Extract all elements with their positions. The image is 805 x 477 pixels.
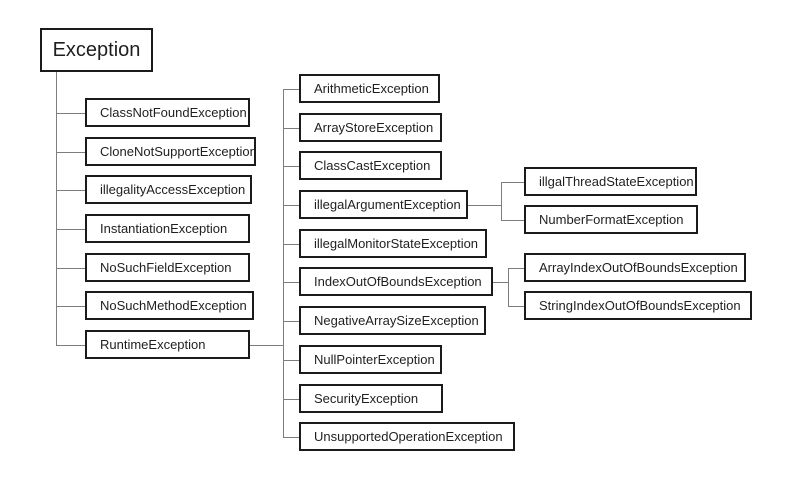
- node-label: illegalArgumentException: [314, 197, 461, 212]
- connector-line: [283, 282, 299, 283]
- node-no-such-field: NoSuchFieldException: [85, 253, 250, 282]
- node-illegal-argument: illegalArgumentException: [299, 190, 468, 219]
- node-illegality-access: illegalityAccessException: [85, 175, 252, 204]
- node-label: IndexOutOfBoundsException: [314, 274, 482, 289]
- connector-line: [283, 399, 299, 400]
- connector-line: [501, 182, 502, 221]
- connector-line: [283, 128, 299, 129]
- connector-line: [493, 282, 508, 283]
- node-array-index-out-of-bounds: ArrayIndexOutOfBoundsException: [524, 253, 746, 282]
- node-label: NoSuchFieldException: [100, 260, 232, 275]
- node-index-out-of-bounds: IndexOutOfBoundsException: [299, 267, 493, 296]
- node-label: ArrayIndexOutOfBoundsException: [539, 260, 738, 275]
- node-label: NegativeArraySizeException: [314, 313, 479, 328]
- connector-line: [56, 268, 85, 269]
- connector-line: [283, 89, 299, 90]
- node-label: RuntimeException: [100, 337, 206, 352]
- connector-line: [508, 268, 509, 307]
- node-negative-array-size: NegativeArraySizeException: [299, 306, 486, 335]
- node-label: NullPointerException: [314, 352, 435, 367]
- connector-line: [56, 72, 57, 345]
- node-clone-not-support: CloneNotSupportException: [85, 137, 257, 166]
- node-label: UnsupportedOperationException: [314, 429, 503, 444]
- connector-line: [468, 205, 501, 206]
- connector-line: [283, 244, 299, 245]
- node-number-format: NumberFormatException: [524, 205, 698, 234]
- node-null-pointer: NullPointerException: [299, 345, 442, 374]
- node-security: SecurityException: [299, 384, 443, 413]
- connector-line: [283, 321, 299, 322]
- node-label: illegalityAccessException: [100, 182, 246, 197]
- node-label: illegalMonitorStateException: [314, 236, 479, 251]
- node-label: NoSuchMethodException: [100, 298, 247, 313]
- connector-line: [56, 190, 85, 191]
- node-label: StringIndexOutOfBoundsException: [539, 298, 741, 313]
- connector-line: [250, 345, 283, 346]
- connector-line: [508, 268, 524, 269]
- node-string-index-out-of-bounds: StringIndexOutOfBoundsException: [524, 291, 752, 320]
- node-instantiation: InstantiationException: [85, 214, 250, 243]
- node-label: SecurityException: [314, 391, 419, 406]
- node-label: illgalThreadStateException: [539, 174, 694, 189]
- connector-line: [283, 166, 299, 167]
- node-label: NumberFormatException: [539, 212, 684, 227]
- node-illegal-monitor-state: illegalMonitorStateException: [299, 229, 487, 258]
- node-runtime: RuntimeException: [85, 330, 250, 359]
- node-label: CloneNotSupportException: [100, 144, 257, 159]
- node-array-store: ArrayStoreException: [299, 113, 442, 142]
- node-label: InstantiationException: [100, 221, 228, 236]
- node-class-cast: ClassCastException: [299, 151, 442, 180]
- connector-line: [501, 220, 524, 221]
- node-label: Exception: [52, 38, 141, 61]
- node-label: ClassCastException: [314, 158, 431, 173]
- node-illgal-thread-state: illgalThreadStateException: [524, 167, 697, 196]
- node-label: ArithmeticException: [314, 81, 429, 96]
- node-label: ArrayStoreException: [314, 120, 434, 135]
- connector-line: [283, 360, 299, 361]
- connector-line: [501, 182, 524, 183]
- connector-line: [56, 345, 85, 346]
- node-no-such-method: NoSuchMethodException: [85, 291, 254, 320]
- node-exception: Exception: [40, 28, 153, 72]
- connector-line: [283, 89, 284, 438]
- connector-line: [56, 152, 85, 153]
- node-arithmetic: ArithmeticException: [299, 74, 440, 103]
- connector-line: [56, 113, 85, 114]
- node-label: ClassNotFoundException: [100, 105, 247, 120]
- node-unsupported-operation: UnsupportedOperationException: [299, 422, 515, 451]
- connector-line: [508, 306, 524, 307]
- connector-line: [283, 205, 299, 206]
- connector-line: [56, 306, 85, 307]
- node-class-not-found: ClassNotFoundException: [85, 98, 250, 127]
- connector-line: [283, 437, 299, 438]
- connector-line: [56, 229, 85, 230]
